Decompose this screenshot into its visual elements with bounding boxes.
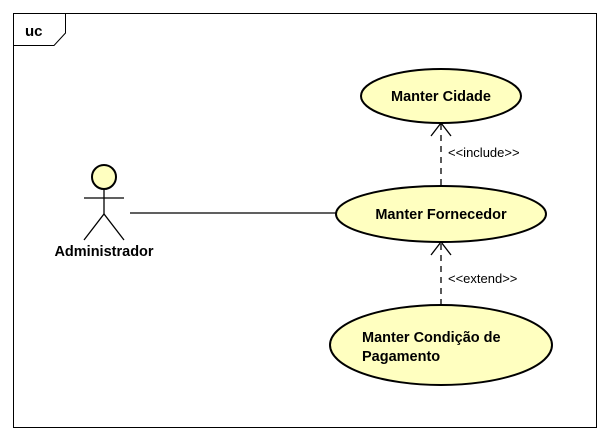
usecase-ellipse <box>360 68 522 124</box>
usecase-label-line1: Manter Condição de <box>362 330 501 346</box>
usecase-label-line2: Pagamento <box>362 349 440 365</box>
frame-label: uc <box>25 23 43 40</box>
usecase-label: Manter Fornecedor <box>375 207 507 223</box>
usecase-manter-fornecedor[interactable]: Manter Fornecedor <box>335 185 547 243</box>
usecase-label: Manter Cidade <box>391 89 491 105</box>
usecase-ellipse <box>335 185 547 243</box>
actor-head <box>91 164 117 190</box>
extend-label: <<extend>> <box>448 271 517 286</box>
actor-administrador[interactable]: Administrador <box>54 164 154 260</box>
include-label: <<include>> <box>448 145 520 160</box>
frame-tab <box>13 13 66 46</box>
usecase-ellipse <box>329 304 553 386</box>
usecase-manter-condicao-pagamento[interactable]: Manter Condição de Pagamento <box>329 304 553 386</box>
actor-legs <box>83 212 125 241</box>
actor-name: Administrador <box>54 244 153 260</box>
usecase-manter-cidade[interactable]: Manter Cidade <box>360 68 522 124</box>
